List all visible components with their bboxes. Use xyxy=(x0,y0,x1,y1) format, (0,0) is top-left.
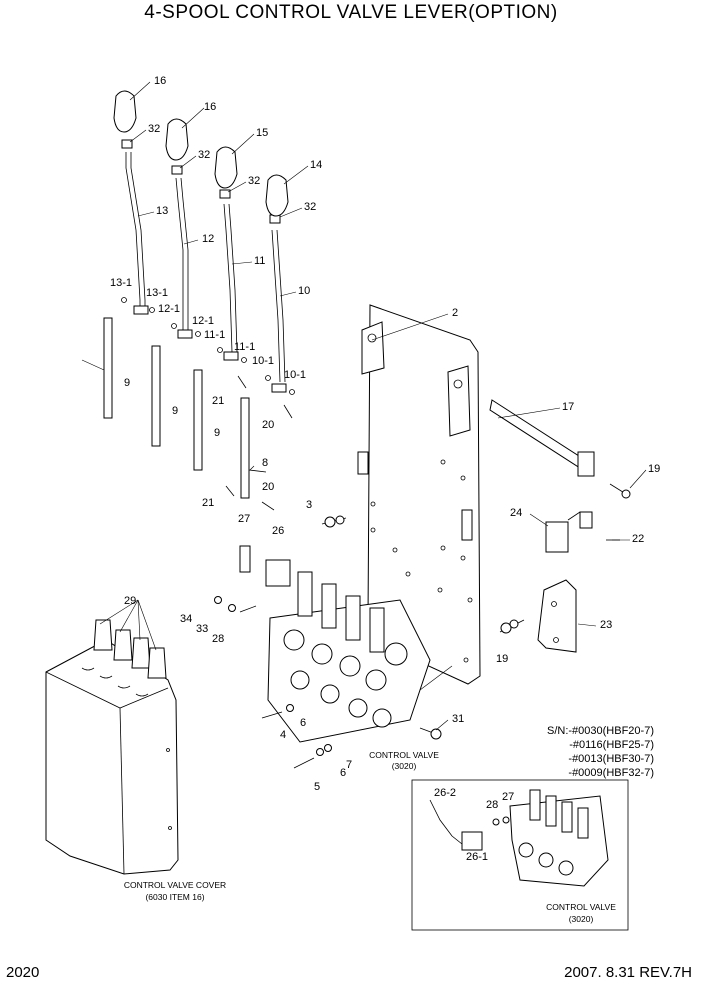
page-title: 4-SPOOL CONTROL VALVE LEVER(OPTION) xyxy=(144,2,558,23)
captions: CONTROL VALVE (3020) CONTROL VALVE COVER… xyxy=(124,750,616,924)
callout-21a: 21 xyxy=(212,395,224,407)
callout-33: 33 xyxy=(196,623,208,635)
control-valve-main-ref: (3020) xyxy=(392,761,417,771)
bracket-23 xyxy=(537,579,577,653)
callout-19b: 19 xyxy=(496,653,508,665)
callout-31: 31 xyxy=(452,713,464,725)
callout-12-1b: 12-1 xyxy=(192,315,214,327)
callout-10-1b: 10-1 xyxy=(284,369,306,381)
links xyxy=(103,317,267,499)
callout-32b: 32 xyxy=(198,149,210,161)
callout-9a: 9 xyxy=(124,377,130,389)
switch-26 xyxy=(239,545,291,587)
callout-16a: 16 xyxy=(154,75,166,87)
bolt-3 xyxy=(321,515,347,528)
callout-26: 26 xyxy=(272,525,284,537)
lever-11 xyxy=(219,189,238,353)
callout-10-1a: 10-1 xyxy=(252,355,274,367)
callout-12-1a: 12-1 xyxy=(158,303,180,315)
lever-pivots xyxy=(121,297,295,395)
lever-13 xyxy=(121,139,146,312)
shaft-17 xyxy=(489,399,631,499)
callout-11: 11 xyxy=(254,255,265,267)
serial-note-3: -#0013(HBF30-7) xyxy=(568,753,654,765)
callout-14: 14 xyxy=(310,159,322,171)
control-valve-inset-caption: CONTROL VALVE xyxy=(546,902,616,912)
callout-32a: 32 xyxy=(148,123,160,135)
serial-note-2: -#0116(HBF25-7) xyxy=(569,739,654,751)
callout-13: 13 xyxy=(156,205,168,217)
callout-20b: 20 xyxy=(262,481,274,493)
callout-13-1a: 13-1 xyxy=(110,277,132,289)
control-valve-main xyxy=(267,571,442,743)
callout-9c: 9 xyxy=(214,427,220,439)
control-valve-main-caption: CONTROL VALVE xyxy=(369,750,439,760)
control-valve-inset-ref: (3020) xyxy=(569,914,594,924)
callout-3: 3 xyxy=(306,499,312,511)
control-valve-cover-caption: CONTROL VALVE COVER xyxy=(124,880,226,890)
callout-23: 23 xyxy=(600,619,612,631)
callout-labels: 16 16 15 14 32 32 32 32 13 12 11 10 13-1… xyxy=(110,75,660,863)
callout-26-2: 26-2 xyxy=(434,787,456,799)
mounting-plate xyxy=(357,304,481,685)
callout-7: 7 xyxy=(346,759,352,771)
callout-24: 24 xyxy=(510,507,522,519)
callout-10: 10 xyxy=(298,285,310,297)
callout-6a: 6 xyxy=(300,717,306,729)
callout-29: 29 xyxy=(124,595,136,607)
knob-16-right xyxy=(165,118,189,161)
serial-note-1: S/N:-#0030(HBF20-7) xyxy=(547,725,654,737)
control-valve-cover-ref: (6030 ITEM 16) xyxy=(145,892,204,902)
callout-16b: 16 xyxy=(204,101,216,113)
boots-29 xyxy=(93,619,167,679)
small-hardware xyxy=(214,596,332,769)
callout-27: 27 xyxy=(238,513,250,525)
callout-4: 4 xyxy=(280,729,286,741)
callout-15: 15 xyxy=(256,127,268,139)
callout-17: 17 xyxy=(562,401,574,413)
callout-5: 5 xyxy=(314,781,320,793)
callout-11-1b: 11-1 xyxy=(234,341,255,353)
callout-34: 34 xyxy=(180,613,192,625)
bolts-pins xyxy=(225,375,293,511)
knob-16-left xyxy=(113,90,137,133)
knob-15 xyxy=(214,146,238,189)
callout-22: 22 xyxy=(632,533,644,545)
callout-32c: 32 xyxy=(248,175,260,187)
callout-28: 28 xyxy=(212,633,224,645)
lever-12 xyxy=(171,165,189,330)
callout-32d: 32 xyxy=(304,201,316,213)
callout-20a: 20 xyxy=(262,419,274,431)
callout-2: 2 xyxy=(452,307,458,319)
callout-21b: 21 xyxy=(202,497,214,509)
callout-6b: 6 xyxy=(340,767,346,779)
switch-24 xyxy=(545,511,620,553)
inset-box xyxy=(411,779,629,931)
callout-26-1: 26-1 xyxy=(466,851,488,863)
knob-14 xyxy=(265,174,289,217)
callout-28-inset: 28 xyxy=(486,799,498,811)
callout-11-1a: 11-1 xyxy=(204,329,225,341)
lever-10 xyxy=(269,214,286,383)
date-revision: 2007. 8.31 REV.7H xyxy=(564,964,692,981)
bolt-19-lower xyxy=(499,619,525,634)
callout-19a: 19 xyxy=(648,463,660,475)
serial-note-4: -#0009(HBF32-7) xyxy=(568,767,654,779)
callout-27-inset: 27 xyxy=(502,791,514,803)
callout-9b: 9 xyxy=(172,405,178,417)
page-number: 2020 xyxy=(6,964,40,981)
callout-8: 8 xyxy=(262,457,268,469)
serial-notes: S/N:-#0030(HBF20-7) -#0116(HBF25-7) -#00… xyxy=(547,725,654,779)
callout-13-1b: 13-1 xyxy=(146,287,168,299)
leader-lines xyxy=(81,81,647,731)
callout-12: 12 xyxy=(202,233,214,245)
